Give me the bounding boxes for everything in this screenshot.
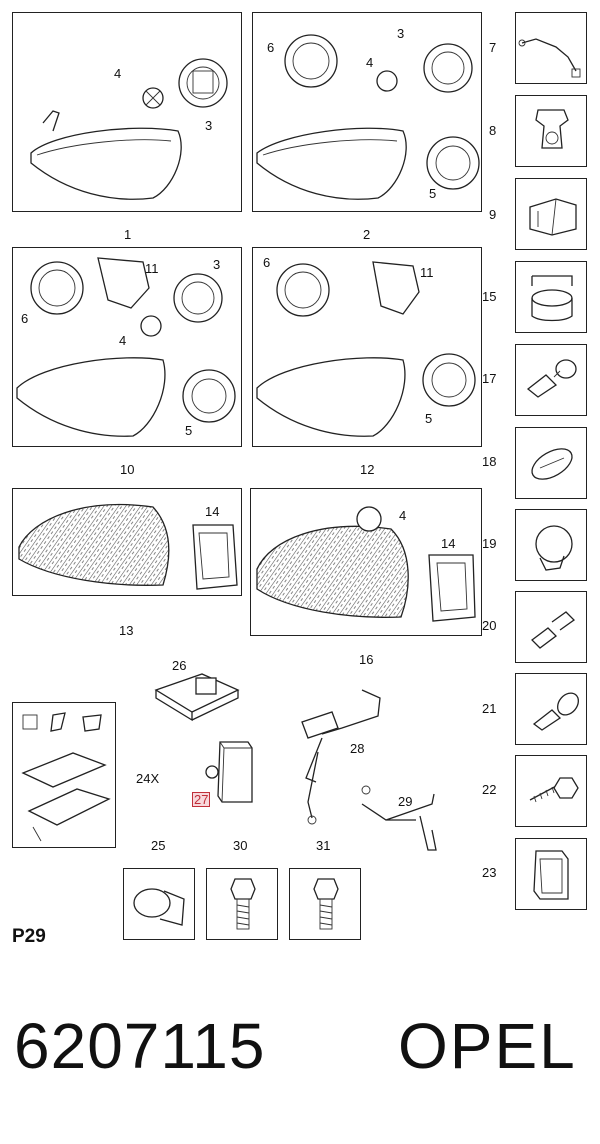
screw-22-drawing: [529, 777, 579, 803]
callout-4: 4: [399, 508, 407, 523]
part-box-25: [123, 868, 195, 940]
callout-23: 23: [482, 865, 497, 880]
part-box-21: [515, 673, 587, 745]
panel-headlamp-1: 4 3: [12, 12, 242, 212]
leveling-motor-drawing: [133, 888, 185, 926]
panel-brackets-24x: [12, 702, 116, 848]
callout-16: 16: [359, 652, 374, 667]
screw-31-drawing: [313, 878, 339, 930]
part-box-8: [515, 95, 587, 167]
panel-headlamp-10: 6 11 3 4 5: [12, 247, 242, 447]
part-box-19: [515, 509, 587, 581]
connector-drawing: [529, 198, 577, 236]
brackets-drawing: [21, 712, 111, 842]
actuator-27-drawing: [205, 741, 253, 803]
module-26-drawing: [154, 673, 240, 722]
part-box-15: [515, 261, 587, 333]
callout-4: 4: [119, 333, 127, 348]
part-box-18: [515, 427, 587, 499]
callout-28: 28: [350, 741, 365, 756]
headlamp-13-drawing: [18, 503, 238, 590]
callout-1: 1: [124, 227, 132, 242]
callout-11: 11: [420, 265, 434, 280]
callout-14: 14: [205, 504, 220, 519]
bracket-29-drawing: [361, 785, 437, 851]
callout-31: 31: [316, 838, 331, 853]
callout-29: 29: [398, 794, 413, 809]
bulb-17-drawing: [526, 359, 577, 398]
callout-30: 30: [233, 838, 248, 853]
callout-8: 8: [489, 123, 497, 138]
panel-headlamp-13: 14: [12, 488, 242, 596]
bulb-21-drawing: [532, 692, 579, 731]
screw-30-drawing: [230, 878, 256, 930]
headlamp-1-drawing: [30, 58, 228, 200]
callout-14: 14: [441, 536, 456, 551]
part-box-17: [515, 344, 587, 416]
part-box-30: [206, 868, 278, 940]
headlamp-2-drawing: [256, 34, 480, 200]
callout-12: 12: [360, 462, 375, 477]
clip-nut-drawing: [533, 850, 569, 900]
callout-3: 3: [205, 118, 213, 133]
part-box-22: [515, 755, 587, 827]
part-box-31: [289, 868, 361, 940]
callout-5: 5: [425, 411, 433, 426]
callout-6: 6: [267, 40, 275, 55]
part-box-9: [515, 178, 587, 250]
callout-11: 11: [145, 261, 159, 276]
level-sensor-28-drawing: [301, 689, 381, 825]
headlamp-16-drawing: [256, 506, 476, 622]
callout-10: 10: [120, 462, 135, 477]
callout-21: 21: [482, 701, 497, 716]
panel-headlamp-12: 6 11 5: [252, 247, 482, 447]
callout-4: 4: [366, 55, 374, 70]
clip-drawing: [531, 275, 573, 322]
callout-4: 4: [114, 66, 122, 81]
headlamp-10-drawing: [16, 257, 236, 437]
panel-headlamp-16: 4 14: [250, 488, 482, 636]
callout-9: 9: [489, 207, 497, 222]
callout-6: 6: [263, 255, 271, 270]
callout-3: 3: [397, 26, 405, 41]
callout-2: 2: [363, 227, 371, 242]
part-number: 6207115: [14, 1010, 266, 1082]
callout-15: 15: [482, 289, 497, 304]
callout-17: 17: [482, 371, 497, 386]
callout-22: 22: [482, 782, 497, 797]
callout-5: 5: [429, 186, 437, 201]
callout-26: 26: [172, 658, 187, 673]
wire-harness-drawing: [518, 38, 581, 78]
socket-drawing: [535, 109, 569, 149]
part-box-23: [515, 838, 587, 910]
brand-name: OPEL: [398, 1010, 577, 1082]
callout-19: 19: [482, 536, 497, 551]
callout-6: 6: [21, 311, 29, 326]
callout-13: 13: [119, 623, 134, 638]
callout-25: 25: [151, 838, 166, 853]
callout-7: 7: [489, 40, 497, 55]
callout-18: 18: [482, 454, 497, 469]
callout-27: 27: [192, 792, 211, 807]
callout-20: 20: [482, 618, 497, 633]
part-box-7: [515, 12, 587, 84]
callout-24x: 24X: [136, 771, 160, 786]
bulb-19-drawing: [535, 525, 573, 571]
callout-5: 5: [185, 423, 193, 438]
headlamp-12-drawing: [256, 261, 476, 437]
part-box-20: [515, 591, 587, 663]
page-label: P29: [12, 926, 46, 947]
bulb-20-drawing: [531, 611, 576, 649]
bulb-18-drawing: [531, 448, 573, 480]
callout-3: 3: [213, 257, 221, 272]
panel-headlamp-2: 6 3 4 5: [252, 12, 482, 212]
